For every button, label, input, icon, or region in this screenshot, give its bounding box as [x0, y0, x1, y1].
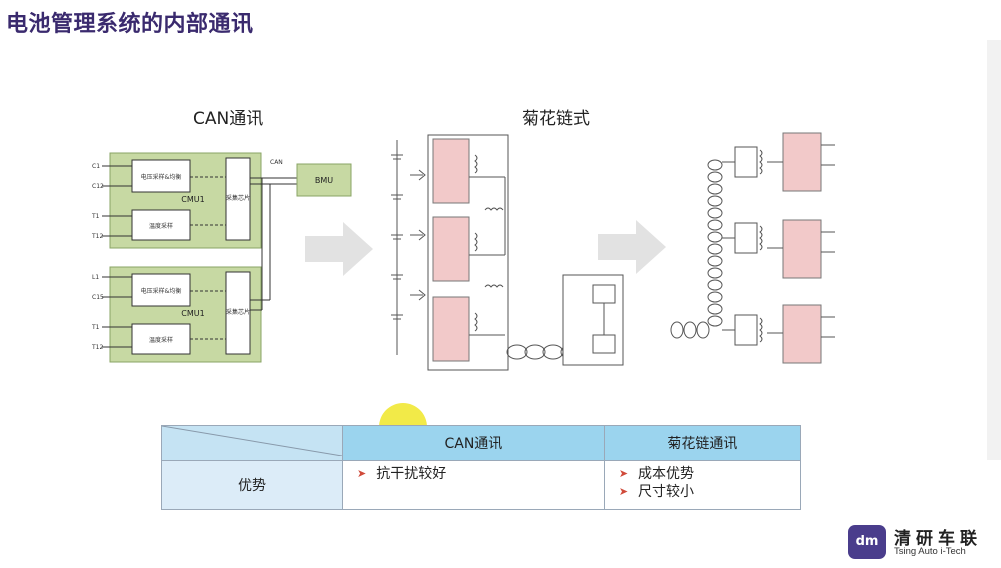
bmu-label: BMU: [315, 176, 333, 185]
terminal-6: C15: [92, 294, 104, 301]
daisy-chain-diagram: [391, 134, 624, 371]
terminal-1: C1: [92, 163, 100, 170]
daisy-point-1: ➤ 成本优势: [605, 461, 800, 482]
chip-block-label: 采集芯片: [226, 194, 250, 202]
voltage-block-label-2: 电压采样&均衡: [141, 287, 182, 295]
can-diagram: 电压采样&均衡 温度采样 采集芯片 CMU1 电压采样&均衡 温度采样 采集芯片…: [91, 152, 352, 363]
transition-arrow-left: [305, 222, 373, 276]
daisy-point-text: 尺寸较小: [638, 484, 695, 500]
table-corner-cell: [161, 425, 343, 461]
temp-block-label: 温度采样: [149, 222, 173, 230]
can-bus-label: CAN: [270, 159, 283, 166]
row-label-advantage: 优势: [161, 460, 343, 510]
corner-diagonal: [161, 425, 343, 457]
daisy-point-2: ➤ 尺寸较小: [605, 482, 800, 500]
header-can: CAN通讯: [342, 425, 605, 461]
daisy-chain-ring-diagram: [670, 132, 835, 364]
logo-english-name: Tsing Auto i-Tech: [894, 546, 966, 557]
terminal-2: C12: [92, 183, 104, 190]
header-daisy: 菊花链通讯: [603, 425, 802, 461]
slide-title: 电池管理系统的内部通讯: [6, 12, 254, 37]
brand-logo: dm 清研车联 Tsing Auto i-Tech: [848, 525, 998, 565]
terminal-3: T1: [91, 213, 100, 220]
terminal-5: L1: [92, 274, 99, 281]
transition-arrow-right: [598, 220, 666, 274]
daisy-advantages-cell: ➤ 成本优势 ➤ 尺寸较小: [603, 460, 802, 510]
daisy-point-text: 成本优势: [638, 466, 695, 482]
bullet-arrow-icon: ➤: [618, 485, 629, 498]
can-section-title: CAN通讯: [193, 109, 264, 129]
daisy-section-title: 菊花链式: [522, 109, 590, 129]
temp-block-label-2: 温度采样: [149, 336, 173, 344]
scroll-edge: [987, 40, 1001, 460]
comparison-table: CAN通讯 菊花链通讯 优势 ➤ 抗干扰较好 ➤ 成本优势 ➤ 尺寸较小: [161, 425, 802, 510]
cmu-label: CMU1: [181, 195, 204, 204]
terminal-8: T12: [91, 344, 103, 351]
terminal-7: T1: [91, 324, 100, 331]
cmu-label-2: CMU1: [181, 309, 204, 318]
logo-chinese-name: 清研车联: [894, 529, 982, 549]
can-advantages-cell: ➤ 抗干扰较好: [342, 460, 605, 510]
can-point: ➤ 抗干扰较好: [343, 461, 604, 482]
voltage-block-label: 电压采样&均衡: [141, 173, 182, 181]
bullet-arrow-icon: ➤: [357, 467, 367, 480]
bullet-arrow-icon: ➤: [618, 467, 629, 480]
logo-mark-icon: dm: [848, 525, 886, 559]
chip-block-label-2: 采集芯片: [226, 308, 250, 316]
can-point-text: 抗干扰较好: [376, 466, 447, 482]
terminal-4: T12: [91, 233, 103, 240]
